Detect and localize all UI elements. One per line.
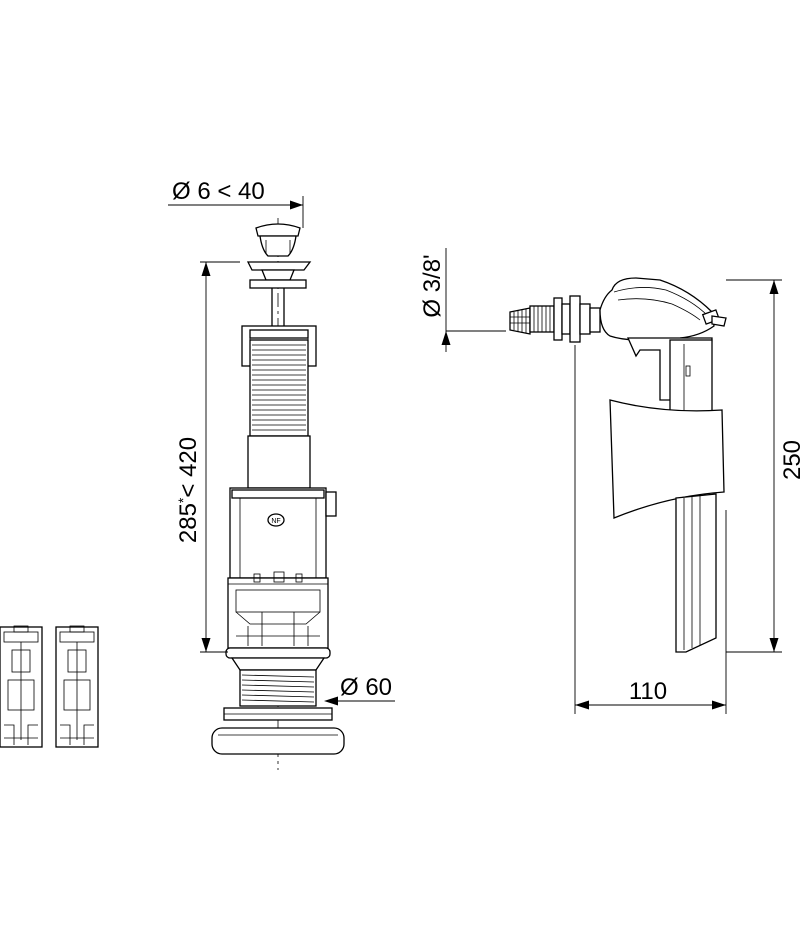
lower-cage <box>227 571 329 649</box>
valve-body <box>626 337 713 423</box>
dim-fill-width-label: 110 <box>629 678 667 705</box>
dim-height-asterisk: * <box>175 497 191 503</box>
valve-housing: NF <box>229 487 337 579</box>
dim-push-rod-label: Ø 6 < 40 <box>172 178 265 205</box>
fill-valve: Ø 3/8' 250 110 <box>419 248 800 714</box>
dim-height-min-label: 285 <box>175 503 202 543</box>
float <box>609 399 725 519</box>
svg-text:285*< 420: 285*< 420 <box>175 437 202 543</box>
mounting-clip-left <box>0 625 43 748</box>
push-button <box>255 223 301 257</box>
dimension-inlet-thread: Ø 3/8' <box>419 248 506 352</box>
lower-tube <box>675 493 717 653</box>
dimension-fill-height: 250 <box>726 279 800 653</box>
dim-base-diameter-label: Ø 60 <box>340 674 392 701</box>
dim-fill-height-label: 250 <box>779 440 800 480</box>
mounting-clip-right <box>55 625 99 748</box>
threaded-tube <box>249 339 309 437</box>
dimension-height-range: 285*< 420 <box>175 261 240 653</box>
dimension-base-diameter: Ø 60 <box>324 674 395 706</box>
dim-inlet-thread-label: Ø 3/8' <box>419 254 446 317</box>
dimension-push-rod: Ø 6 < 40 <box>168 178 304 228</box>
mounting-clips <box>0 625 99 748</box>
dim-height-max-label: < 420 <box>175 437 202 498</box>
base-thread <box>239 669 317 707</box>
nf-logo-text: NF <box>271 518 280 525</box>
flush-valve: NF <box>168 178 395 770</box>
nf-badge: NF <box>267 513 285 527</box>
inlet-filter <box>509 307 531 335</box>
valve-head <box>599 277 727 341</box>
dimension-fill-width: 110 <box>574 345 727 714</box>
